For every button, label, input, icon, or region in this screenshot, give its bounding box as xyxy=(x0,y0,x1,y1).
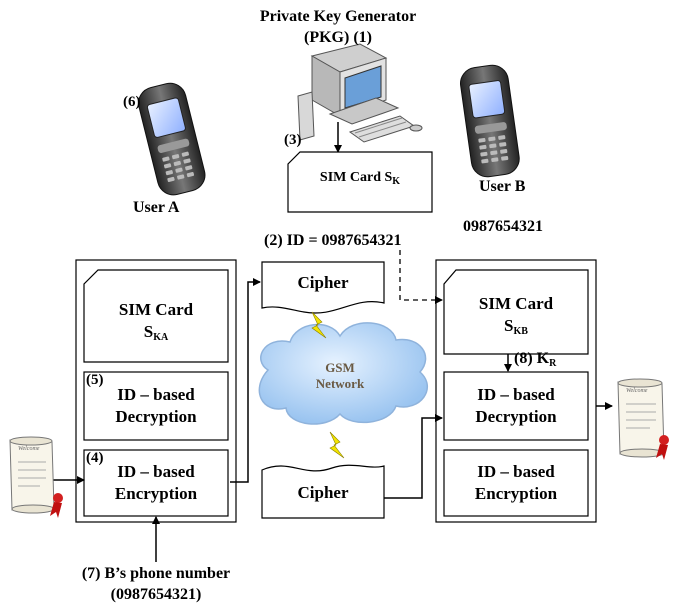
left-decryption-line2: Decryption xyxy=(115,407,197,426)
left-sim-text: S xyxy=(143,322,154,341)
user-b-label: User B xyxy=(479,178,526,195)
left-decryption-line1: ID – based xyxy=(117,385,195,404)
right-decryption-box xyxy=(443,371,589,441)
left-sim-label: SIM Card SKA xyxy=(84,299,228,349)
right-sim-card xyxy=(443,269,589,355)
pkg-sim-text: SIM Card S xyxy=(319,170,393,185)
gsm-network-line1: GSM xyxy=(325,360,355,375)
step-4-label: (4) xyxy=(86,450,104,466)
right-encryption-label: ID – based Encryption xyxy=(444,461,588,505)
left-encryption-box xyxy=(83,449,229,517)
lightning-top-icon xyxy=(311,311,327,339)
step-6-label: (6) xyxy=(123,94,141,110)
left-decryption-box xyxy=(83,371,229,441)
id-label: (2) ID = 0987654321 xyxy=(264,232,402,249)
right-sim-text: S xyxy=(504,316,514,335)
pkg-title-line2: (PKG) (1) xyxy=(304,29,372,46)
right-encryption-line1: ID – based xyxy=(477,462,555,481)
left-encryption-line1: ID – based xyxy=(117,462,195,481)
right-sim-line2: SKB xyxy=(444,315,588,343)
left-sim-line2: SKA xyxy=(84,321,228,349)
gsm-network-label: GSM Network xyxy=(300,360,380,392)
right-decryption-line2: Decryption xyxy=(475,407,557,426)
right-decryption-line1: ID – based xyxy=(477,385,555,404)
lightning-bottom-icon xyxy=(329,431,345,459)
right-key-sub: R xyxy=(549,358,557,369)
pkg-title: Private Key Generator (PKG) (1) xyxy=(218,6,458,48)
gsm-network-line2: Network xyxy=(315,376,365,391)
pkg-title-line1: Private Key Generator xyxy=(259,8,417,25)
right-key-label: (8) KR xyxy=(514,350,556,369)
left-certificate-text: Welcome xyxy=(18,446,40,452)
pkg-sim-label: SIM Card SK xyxy=(288,170,432,187)
right-sim-sub: KB xyxy=(513,326,528,337)
cipher-bottom-label: Cipher xyxy=(297,483,349,502)
right-decryption-label: ID – based Decryption xyxy=(444,384,588,428)
user-b-number: 0987654321 xyxy=(463,218,543,235)
right-certificate-text: Welcome xyxy=(626,388,648,394)
right-sim-line1: SIM Card xyxy=(478,294,554,313)
encryption-to-cipher-top-line xyxy=(230,278,261,483)
phone-number-label: (7) B’s phone number (0987654321) xyxy=(56,563,256,605)
cipher-top-label: Cipher xyxy=(297,273,349,292)
left-decryption-label: ID – based Decryption xyxy=(84,384,228,428)
left-certificate-scroll-icon xyxy=(9,436,63,518)
user-b-phone-icon xyxy=(460,64,520,178)
left-sim-line1: SIM Card xyxy=(118,300,194,319)
pkg-computer-icon xyxy=(297,43,423,143)
right-encryption-box xyxy=(443,449,589,517)
user-a-phone-icon xyxy=(138,82,206,196)
pkg-sim-sub: K xyxy=(392,176,401,187)
right-encryption-line2: Encryption xyxy=(474,484,558,503)
id-to-sim-dashed-line xyxy=(399,250,443,304)
cipher-bottom-box xyxy=(261,464,385,519)
user-a-label: User A xyxy=(133,199,180,216)
right-key-text: (8) K xyxy=(514,350,550,367)
cipher-bottom-to-decryption-line xyxy=(384,414,443,499)
step-3-label: (3) xyxy=(284,132,302,148)
left-encryption-label: ID – based Encryption xyxy=(84,461,228,505)
pkg-sim-card xyxy=(287,151,433,213)
phone-number-line1: (7) B’s phone number xyxy=(81,565,231,582)
phone-number-line2: (0987654321) xyxy=(110,586,202,603)
right-certificate-scroll-icon xyxy=(617,378,669,460)
right-sim-label: SIM Card SKB xyxy=(444,293,588,343)
step-5-label: (5) xyxy=(86,372,104,388)
left-sim-card xyxy=(83,269,229,363)
left-encryption-line2: Encryption xyxy=(114,484,198,503)
gsm-network-cloud xyxy=(258,322,428,425)
cipher-top-box xyxy=(261,261,385,314)
left-sim-sub: KA xyxy=(153,332,169,343)
